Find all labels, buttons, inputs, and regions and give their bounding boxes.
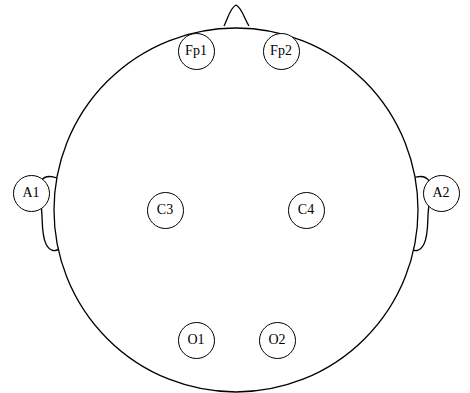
electrode-label: Fp2 — [270, 44, 292, 58]
electrode-circle: O2 — [259, 322, 296, 359]
electrode-label: O1 — [187, 333, 204, 347]
electrode-label: C4 — [298, 203, 314, 217]
electrode-label: C3 — [157, 203, 173, 217]
head — [54, 28, 418, 392]
electrode-label: A1 — [22, 186, 39, 200]
electrode-circle: O1 — [178, 322, 215, 359]
electrode-circle: C4 — [288, 192, 325, 229]
electrode-circle: Fp2 — [263, 33, 300, 70]
electrode-circle: A2 — [423, 175, 460, 212]
nose — [224, 5, 249, 26]
electrode-circle: C3 — [147, 192, 184, 229]
electrode-label: O2 — [268, 333, 285, 347]
electrode-label: Fp1 — [185, 44, 207, 58]
electrode-label: A2 — [432, 186, 449, 200]
electrode-circle: Fp1 — [178, 33, 215, 70]
electrode-circle: A1 — [13, 175, 50, 212]
